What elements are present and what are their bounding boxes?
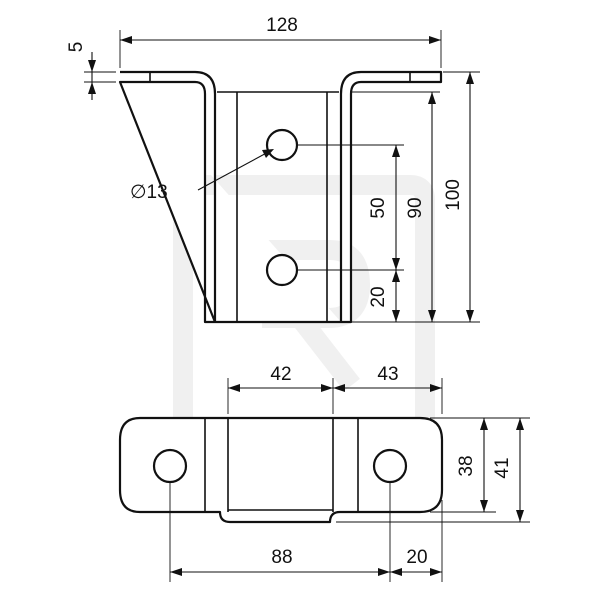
dim-flange-thickness: 5 [66, 42, 116, 100]
dim-plan-hole-to-edge: 20 [390, 547, 442, 576]
dim-overall-height: 100 [443, 72, 474, 322]
label-inner-height: 90 [405, 197, 426, 218]
label-right-offset: 43 [377, 364, 398, 385]
label-overall-width: 128 [266, 15, 298, 36]
front-view: 128 5 ∅13 50 [66, 15, 480, 324]
dim-plan-hole-spacing: 88 [170, 547, 390, 576]
label-plan-hole-to-edge: 20 [406, 547, 427, 568]
dim-right-offset: 43 [333, 364, 442, 392]
dim-hole-spacing: 50 [368, 145, 400, 270]
bracket-outline-plan [118, 416, 444, 524]
dim-inner-depth: 38 [456, 418, 488, 512]
label-hole-spacing: 50 [368, 197, 389, 218]
lower-hole [265, 253, 299, 287]
dim-inner-height: 90 [405, 92, 436, 322]
label-flange-thickness: 5 [66, 42, 87, 53]
label-overall-height: 100 [443, 179, 464, 211]
dim-hole-diameter: ∅13 [130, 149, 274, 203]
upper-hole [265, 128, 299, 162]
bracket-outline-front [118, 70, 443, 324]
plan-hole-left [152, 448, 188, 484]
label-plan-hole-spacing: 88 [271, 547, 292, 568]
label-left-offset: 42 [270, 364, 291, 385]
label-hole-to-bottom: 20 [368, 286, 389, 307]
dim-left-offset: 42 [228, 364, 333, 392]
plan-view: 42 43 88 20 [118, 364, 530, 582]
plan-hole-right [372, 448, 408, 484]
label-inner-depth: 38 [456, 455, 477, 476]
label-overall-depth: 41 [492, 457, 513, 478]
dim-overall-width: 128 [119, 15, 442, 68]
dim-overall-depth: 41 [492, 418, 524, 522]
label-hole-diameter: ∅13 [130, 182, 168, 203]
dim-hole-to-bottom: 20 [368, 270, 400, 322]
